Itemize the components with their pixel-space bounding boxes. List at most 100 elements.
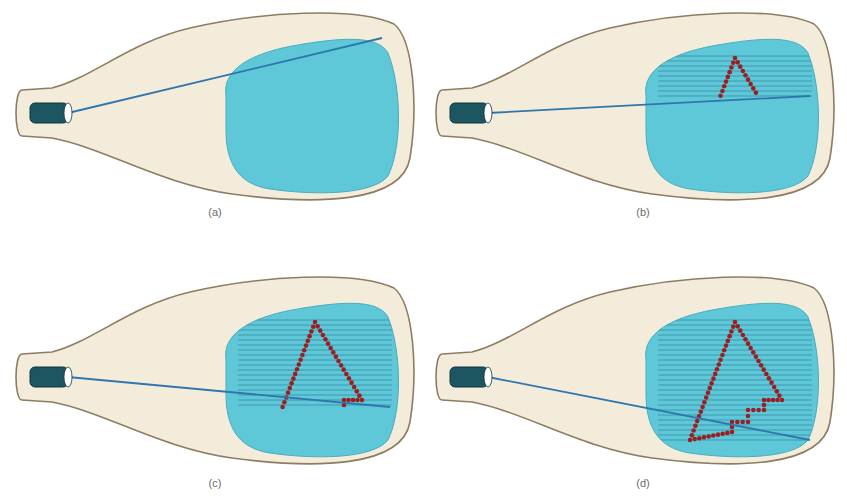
lit-pixel bbox=[731, 324, 736, 329]
scan-line bbox=[658, 390, 812, 391]
scan-line bbox=[658, 405, 812, 406]
electron-beam bbox=[68, 38, 382, 113]
lit-pixel bbox=[690, 433, 695, 438]
lit-pixel bbox=[720, 431, 725, 436]
lit-pixel bbox=[718, 93, 723, 98]
lit-pixel bbox=[722, 84, 727, 89]
lit-pixel bbox=[762, 403, 767, 408]
lit-pixel bbox=[289, 381, 294, 386]
lit-pixel bbox=[730, 430, 735, 435]
lit-pixel bbox=[741, 69, 746, 74]
lit-pixel bbox=[318, 328, 323, 333]
scan-line bbox=[658, 330, 812, 331]
lit-pixel bbox=[733, 320, 738, 325]
lit-pixel bbox=[748, 82, 753, 87]
lit-pixel bbox=[777, 393, 782, 398]
lit-pixel bbox=[702, 435, 707, 440]
lit-pixel bbox=[774, 389, 779, 394]
lit-pixel bbox=[702, 400, 707, 405]
gun-aperture bbox=[484, 103, 492, 123]
lit-pixel bbox=[756, 359, 761, 364]
electron-beam bbox=[488, 96, 810, 113]
lit-pixel bbox=[746, 408, 751, 413]
lit-pixel bbox=[746, 341, 751, 346]
lit-pixel bbox=[351, 398, 356, 403]
electron-beam bbox=[68, 377, 390, 407]
lit-pixel bbox=[309, 329, 314, 334]
panel-label: (a) bbox=[208, 206, 221, 218]
lit-pixel bbox=[334, 354, 339, 359]
lit-pixel bbox=[775, 398, 780, 403]
phosphor-screen bbox=[226, 39, 399, 193]
electron-gun bbox=[30, 367, 68, 387]
scan-line bbox=[658, 410, 812, 411]
lit-pixel bbox=[286, 391, 291, 396]
tube-envelope bbox=[16, 277, 414, 464]
panel-label: (b) bbox=[636, 206, 649, 218]
scan-line bbox=[238, 340, 392, 341]
electron-beam bbox=[488, 377, 810, 440]
lit-pixel bbox=[699, 409, 704, 414]
lit-pixel bbox=[355, 398, 360, 403]
scan-line bbox=[238, 385, 392, 386]
scan-line bbox=[658, 375, 812, 376]
lit-pixel bbox=[762, 398, 767, 403]
scan-line bbox=[238, 390, 392, 391]
lit-pixel bbox=[288, 386, 293, 391]
scan-line bbox=[658, 385, 812, 386]
lit-pixel bbox=[729, 65, 734, 70]
tube-envelope bbox=[436, 277, 834, 464]
tube-envelope bbox=[436, 13, 834, 200]
lit-pixel bbox=[346, 398, 351, 403]
lit-pixel bbox=[735, 324, 740, 329]
scan-line bbox=[658, 76, 812, 77]
scan-line bbox=[658, 360, 812, 361]
tube-envelope bbox=[16, 13, 414, 200]
lit-pixel bbox=[743, 73, 748, 78]
phosphor-screen bbox=[646, 39, 819, 193]
scan-line bbox=[238, 375, 392, 376]
lit-pixel bbox=[751, 86, 756, 91]
scan-line bbox=[238, 370, 392, 371]
lit-pixel bbox=[724, 343, 729, 348]
crt-tube bbox=[436, 13, 834, 200]
crt-tube bbox=[436, 277, 834, 464]
lit-pixel bbox=[344, 372, 349, 377]
lit-pixel bbox=[357, 393, 362, 398]
scan-line bbox=[658, 355, 812, 356]
lit-pixel bbox=[306, 339, 311, 344]
lit-pixel bbox=[354, 389, 359, 394]
lit-pixel bbox=[297, 362, 302, 367]
lit-pixel bbox=[727, 70, 732, 75]
scan-line bbox=[658, 420, 812, 421]
lit-pixel bbox=[331, 350, 336, 355]
lit-pixel bbox=[295, 367, 300, 372]
lit-pixel bbox=[761, 367, 766, 372]
scan-line bbox=[658, 365, 812, 366]
scan-line bbox=[658, 380, 812, 381]
lit-pixel bbox=[298, 357, 303, 362]
lit-pixel bbox=[349, 380, 354, 385]
scan-line bbox=[658, 400, 812, 401]
lit-pixel bbox=[336, 359, 341, 364]
scan-line bbox=[658, 395, 812, 396]
lit-pixel bbox=[769, 380, 774, 385]
lit-pixel bbox=[711, 433, 716, 438]
lit-pixel bbox=[731, 60, 736, 65]
lit-pixel bbox=[767, 376, 772, 381]
lit-pixel bbox=[748, 346, 753, 351]
lit-pixel bbox=[726, 75, 731, 80]
lit-pixel bbox=[717, 362, 722, 367]
lit-pixel bbox=[282, 400, 287, 405]
scan-line bbox=[238, 365, 392, 366]
scan-line bbox=[238, 335, 392, 336]
panel-label: (c) bbox=[209, 477, 222, 489]
lit-pixel bbox=[307, 334, 312, 339]
lit-pixel bbox=[741, 333, 746, 338]
lit-pixel bbox=[720, 89, 725, 94]
lit-pixel bbox=[718, 357, 723, 362]
scan-line bbox=[238, 355, 392, 356]
lit-pixel bbox=[746, 77, 751, 82]
lit-pixel bbox=[743, 337, 748, 342]
